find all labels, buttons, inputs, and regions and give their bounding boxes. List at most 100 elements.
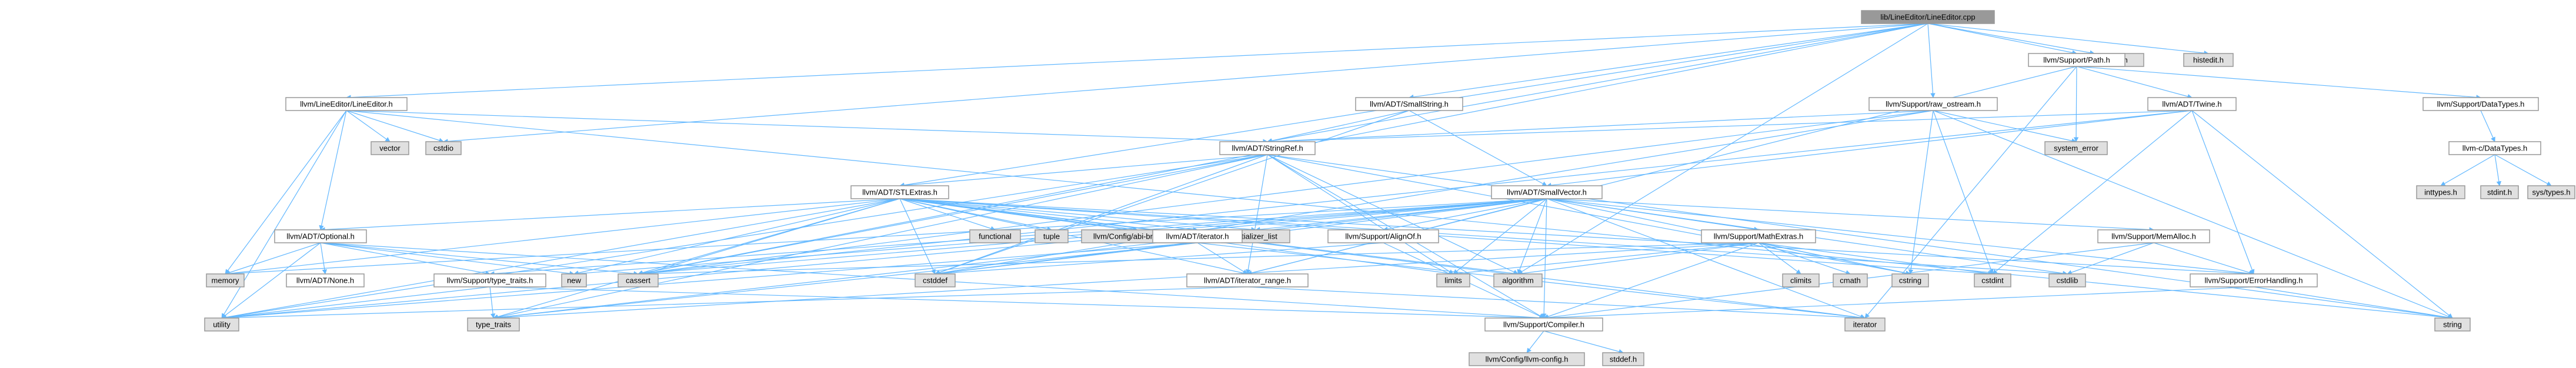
node-utility[interactable]: utility	[204, 317, 239, 332]
edge-iterator_h-to-iterator_range	[1197, 242, 1248, 275]
node-box	[2097, 229, 2210, 243]
edge-optional-to-utility	[221, 242, 321, 319]
edge-stlextras-to-cstdlib	[899, 198, 2068, 276]
node-box	[425, 141, 462, 155]
node-optional[interactable]: llvm/ADT/Optional.h	[274, 229, 367, 243]
edge-twine-to-errorhandling	[2191, 110, 2255, 275]
edge-compiler-to-stddef	[1543, 330, 1624, 354]
edge-optional-to-none	[320, 242, 328, 275]
node-label: llvm/Support/type_traits.h	[447, 276, 533, 285]
node-iterator_h[interactable]: llvm/ADT/iterator.h	[1152, 229, 1243, 243]
node-alignof[interactable]: llvm/Support/AlignOf.h	[1327, 229, 1439, 243]
edge-raw_ostream-to-cstddef	[935, 110, 1934, 276]
node-box	[1701, 229, 1816, 243]
node-functional[interactable]: functional	[969, 229, 1021, 243]
node-compiler[interactable]: llvm/Support/Compiler.h	[1484, 317, 1603, 332]
edge-memalloc-to-cstdlib	[2067, 242, 2154, 275]
node-label: cstdint	[1981, 276, 2004, 285]
node-label: llvm/ADT/StringRef.h	[1232, 143, 1303, 152]
node-cstdio[interactable]: cstdio	[425, 141, 462, 155]
node-cstdint[interactable]: cstdint	[1974, 273, 2011, 287]
node-label: llvm/Support/raw_ostream.h	[1886, 99, 1981, 108]
node-memalloc[interactable]: llvm/Support/MemAlloc.h	[2097, 229, 2210, 243]
node-raw_ostream[interactable]: llvm/Support/raw_ostream.h	[1868, 97, 1998, 111]
node-string[interactable]: string	[2434, 317, 2471, 332]
edge-twine-to-string	[2191, 110, 2453, 319]
edge-path-to-datatypes	[2076, 66, 2481, 100]
node-iterator_range[interactable]: llvm/ADT/iterator_range.h	[1186, 273, 1309, 287]
edge-root-to-raw_ostream	[1927, 23, 1936, 98]
node-box	[2527, 185, 2575, 199]
node-box	[969, 229, 1021, 243]
node-label: inttypes.h	[2424, 188, 2457, 196]
node-root[interactable]: lib/LineEditor/LineEditor.cpp	[1861, 10, 1995, 24]
node-le_h[interactable]: llvm/LineEditor/LineEditor.h	[285, 97, 408, 111]
node-label: llvm/ADT/Optional.h	[286, 232, 355, 240]
node-climits[interactable]: climits	[1782, 273, 1820, 287]
node-box	[1974, 273, 2011, 287]
node-mathextras[interactable]: llvm/Support/MathExtras.h	[1701, 229, 1816, 243]
node-memory[interactable]: memory	[206, 273, 245, 287]
node-algorithm[interactable]: algorithm	[1493, 273, 1543, 287]
node-stringref[interactable]: llvm/ADT/StringRef.h	[1219, 141, 1316, 155]
node-cstddef[interactable]: cstddef	[915, 273, 956, 287]
node-cassert[interactable]: cassert	[618, 273, 659, 287]
node-label: sys/types.h	[2532, 188, 2570, 196]
node-tuple[interactable]: tuple	[1035, 229, 1069, 243]
edge-iterator_range-to-iterator	[1247, 286, 1866, 320]
node-stddef[interactable]: stddef.h	[1602, 352, 1644, 366]
node-smallstring[interactable]: llvm/ADT/SmallString.h	[1355, 97, 1463, 111]
edge-stringref-to-utility	[221, 154, 1268, 320]
node-label: llvm/Support/MathExtras.h	[1714, 232, 1803, 240]
node-histedit[interactable]: histedit.h	[2183, 53, 2234, 67]
node-vector[interactable]: vector	[371, 141, 409, 155]
node-type_traits[interactable]: type_traits	[467, 317, 520, 332]
edge-twine-to-cstdint	[1992, 110, 2193, 275]
node-twine[interactable]: llvm/ADT/Twine.h	[2147, 97, 2237, 111]
node-type_traits_h[interactable]: llvm/Support/type_traits.h	[433, 273, 546, 287]
node-cstdlib[interactable]: cstdlib	[2048, 273, 2086, 287]
edge-smallvector-to-memalloc	[1546, 198, 2154, 232]
edge-stlextras-to-iterator_h	[899, 198, 1198, 232]
edge-stringref-to-cstddef	[935, 154, 1268, 275]
node-label: llvm/Support/DataTypes.h	[2437, 99, 2525, 108]
edge-stringref-to-stlextras	[899, 154, 1268, 188]
edge-stlextras-to-cstdint	[899, 198, 1993, 276]
edge-smallvector-to-alignof	[1383, 198, 1547, 232]
edge-iterator_h-to-type_traits	[493, 242, 1198, 320]
edge-root-to-le_h	[346, 23, 1928, 100]
node-smallvector[interactable]: llvm/ADT/SmallVector.h	[1491, 185, 1603, 199]
node-new[interactable]: new	[561, 273, 587, 287]
edge-stlextras-to-iterator_range	[899, 198, 1248, 276]
node-llvm_config[interactable]: llvm/Config/llvm-config.h	[1469, 352, 1585, 366]
node-stlextras[interactable]: llvm/ADT/STLExtras.h	[850, 185, 949, 199]
node-box	[2416, 185, 2465, 199]
node-box	[2422, 97, 2539, 111]
node-datatypes[interactable]: llvm/Support/DataTypes.h	[2422, 97, 2539, 111]
edge-root-to-config	[1927, 23, 2095, 55]
node-inttypes[interactable]: inttypes.h	[2416, 185, 2465, 199]
node-cstring[interactable]: cstring	[1891, 273, 1929, 287]
node-label: llvm/LineEditor/LineEditor.h	[300, 99, 393, 108]
node-label: type_traits	[476, 320, 511, 329]
node-stdint[interactable]: stdint.h	[2480, 185, 2519, 199]
edges-layer	[221, 23, 2552, 354]
node-none[interactable]: llvm/ADT/None.h	[286, 273, 365, 287]
node-label: cmath	[1840, 276, 1860, 285]
node-systypes[interactable]: sys/types.h	[2527, 185, 2575, 199]
node-box	[1493, 273, 1543, 287]
edge-twine-to-stringref	[1267, 110, 2193, 144]
node-limits[interactable]: limits	[1436, 273, 1470, 287]
node-system_error[interactable]: system_error	[2044, 141, 2108, 155]
edge-stlextras-to-utility	[221, 198, 900, 320]
node-box	[2183, 53, 2234, 67]
node-box	[1327, 229, 1439, 243]
node-label: llvm/Support/Path.h	[2043, 55, 2110, 64]
node-errorhandling[interactable]: llvm/Support/ErrorHandling.h	[2190, 273, 2318, 287]
node-cmath[interactable]: cmath	[1833, 273, 1868, 287]
node-label: llvm/ADT/None.h	[296, 276, 354, 285]
node-box	[1436, 273, 1470, 287]
node-c_datatypes[interactable]: llvm-c/DataTypes.h	[2448, 141, 2541, 155]
node-iterator[interactable]: iterator	[1844, 317, 1886, 332]
node-path[interactable]: llvm/Support/Path.h	[2028, 53, 2125, 67]
